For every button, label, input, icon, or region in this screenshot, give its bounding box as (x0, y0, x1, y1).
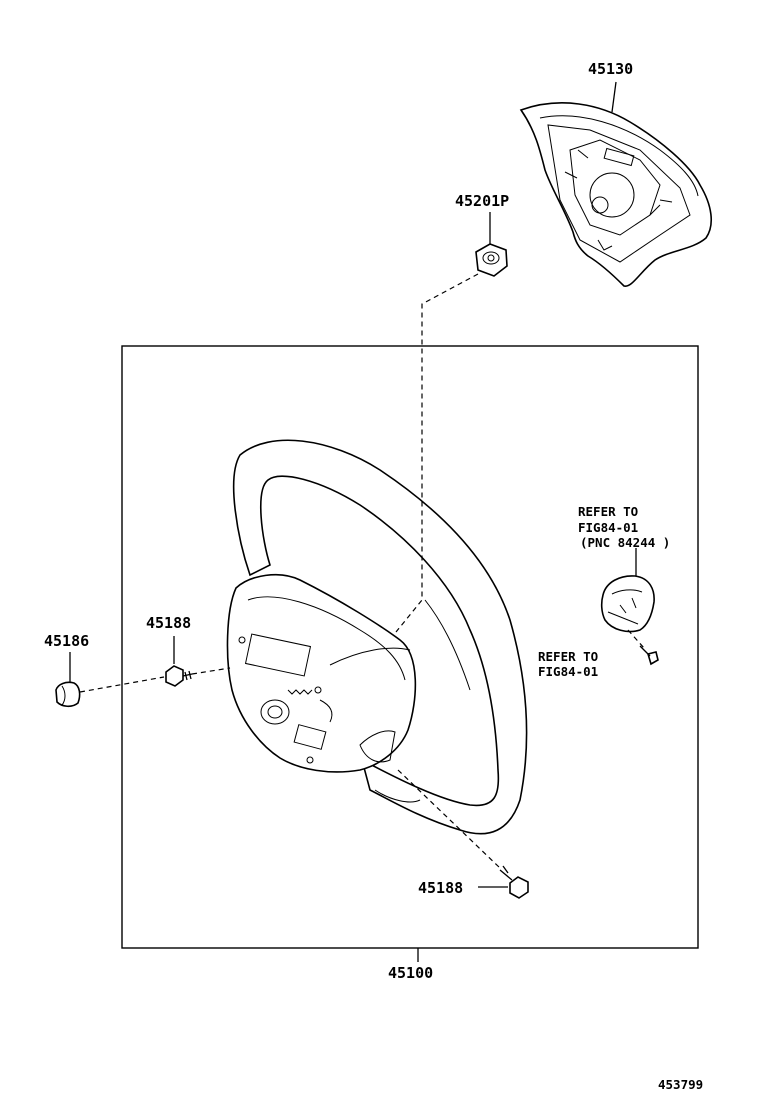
ref-switch-line1: REFER TO (578, 504, 638, 519)
ref-switch-line3: (PNC 84244 ) (580, 535, 670, 550)
figure-id: 453799 (658, 1077, 703, 1092)
label-45188-bottom: 45188 (418, 879, 463, 897)
nut-part[interactable] (475, 243, 508, 277)
ref-screw-line2: FIG84-01 (538, 664, 598, 679)
label-45188-left: 45188 (146, 614, 191, 632)
label-45130: 45130 (588, 60, 633, 78)
ref-screw-line1: REFER TO (538, 649, 598, 664)
label-45201P: 45201P (455, 192, 509, 210)
switch-screw-part[interactable] (639, 645, 659, 666)
label-45186: 45186 (44, 632, 89, 650)
dash-switch-screw (627, 629, 645, 649)
screw-left-part[interactable] (165, 665, 193, 687)
dash-nut-to-wheel (395, 273, 479, 633)
dash-screw-bottom (397, 769, 501, 869)
steering-wheel-part[interactable] (226, 439, 528, 835)
airbag-pad-part[interactable] (519, 102, 713, 287)
ref-switch-line2: FIG84-01 (578, 520, 638, 535)
cap-part[interactable] (55, 681, 81, 708)
label-45100: 45100 (388, 964, 433, 982)
horn-switch-part[interactable] (600, 575, 655, 633)
dash-screw-left (191, 667, 231, 675)
leader-45130 (611, 81, 617, 113)
assembly-frame (121, 345, 699, 949)
screw-bottom-part[interactable] (499, 865, 529, 899)
